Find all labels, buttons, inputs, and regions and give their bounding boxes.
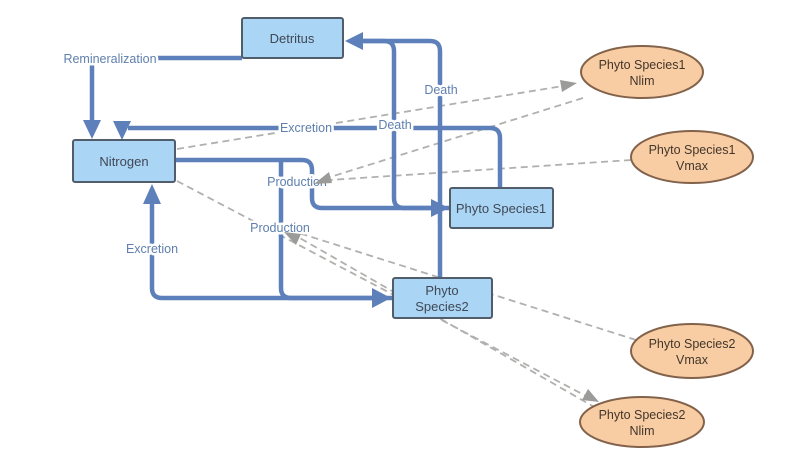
phyto1-nlim-line2: Nlim [630,74,655,88]
phyto-species2-box[interactable] [392,277,493,319]
excretion-phyto2-label: Excretion [126,242,178,256]
nitrogen-label: Nitrogen [99,154,148,169]
edge-death-phyto2 [352,38,443,278]
dashed-dependency-edges [176,85,637,409]
parameter-ellipses: Phyto Species1 Nlim Phyto Species1 Vmax … [579,45,754,448]
phyto1-nlim-arrowhead-icon [560,80,577,92]
edge-nitrogen-to-phyto2-nlim [176,180,587,397]
phyto2-nlim-line1: Phyto Species2 [599,408,686,422]
node-phyto2-vmax[interactable]: Phyto Species2 Vmax [630,323,754,379]
phyto-species1-box[interactable] [449,187,554,229]
phyto-species2-label-line1: Phyto [425,283,458,298]
excretion2-arrowhead-icon [143,184,161,204]
solid-edge-arrowheads [83,32,449,308]
phyto2-vmax-line1: Phyto Species2 [649,337,736,351]
phyto1-nlim-ellipse[interactable] [580,45,704,99]
edge-excretion-phyto2 [149,203,393,301]
node-phyto-species1[interactable]: Phyto Species1 [449,187,554,229]
excretion1-arrowhead-icon [113,121,131,140]
solid-flow-edges [89,38,503,301]
production1-dependency-arrowhead-icon [314,172,332,184]
phyto2-vmax-ellipse[interactable] [630,323,754,379]
remineralization-label: Remineralization [63,52,156,66]
edge-production-phyto1 [175,157,433,211]
excretion-phyto1-label: Excretion [280,121,332,135]
edge-nitrogen-to-phyto1-nlim [176,85,564,150]
phyto1-vmax-line1: Phyto Species1 [649,143,736,157]
flow-labels: Remineralization Excretion Death Death P… [61,50,460,259]
dashed-edge-arrowheads [284,80,599,402]
production-phyto1-label: Production [267,175,327,189]
phyto1-vmax-line2: Vmax [676,159,709,173]
production2-arrowhead-icon [372,288,391,308]
node-detritus[interactable]: Detritus [241,17,344,59]
phyto1-nlim-line1: Phyto Species1 [599,58,686,72]
phyto2-nlim-ellipse[interactable] [579,396,705,448]
phyto2-nlim-line2: Nlim [630,424,655,438]
detritus-box[interactable] [241,17,344,59]
phyto-species2-label-line2: Species2 [415,299,468,314]
phyto2-vmax-line2: Vmax [676,353,709,367]
phyto2-nlim-arrowhead-icon [582,389,599,402]
node-phyto2-nlim[interactable]: Phyto Species2 Nlim [579,396,705,448]
death-arrowhead-icon [345,32,363,50]
edge-phyto1-vmax-to-production1 [329,159,632,181]
nitrogen-box[interactable] [72,139,176,183]
edge-phyto1-nlim-to-production1 [326,97,584,179]
node-phyto-species2[interactable]: Phyto Species2 [392,277,493,319]
node-phyto1-nlim[interactable]: Phyto Species1 Nlim [580,45,704,99]
production1-arrowhead-icon [431,199,449,217]
node-nitrogen[interactable]: Nitrogen [72,139,176,183]
node-phyto1-vmax[interactable]: Phyto Species1 Vmax [630,130,754,184]
death-phyto1-label: Death [378,118,411,132]
phyto1-vmax-ellipse[interactable] [630,130,754,184]
production2-dependency-arrowhead-icon [284,232,301,245]
phyto-species1-label: Phyto Species1 [456,201,546,216]
death-phyto2-label: Death [424,83,457,97]
production-phyto2-label: Production [250,221,310,235]
remineralization-arrowhead-icon [83,120,101,139]
state-variable-boxes: Detritus Nitrogen Phyto Species1 Phyto S… [72,17,554,319]
edge-excretion-phyto1 [128,125,503,188]
edge-remineralization [89,55,242,122]
detritus-label: Detritus [270,31,315,46]
